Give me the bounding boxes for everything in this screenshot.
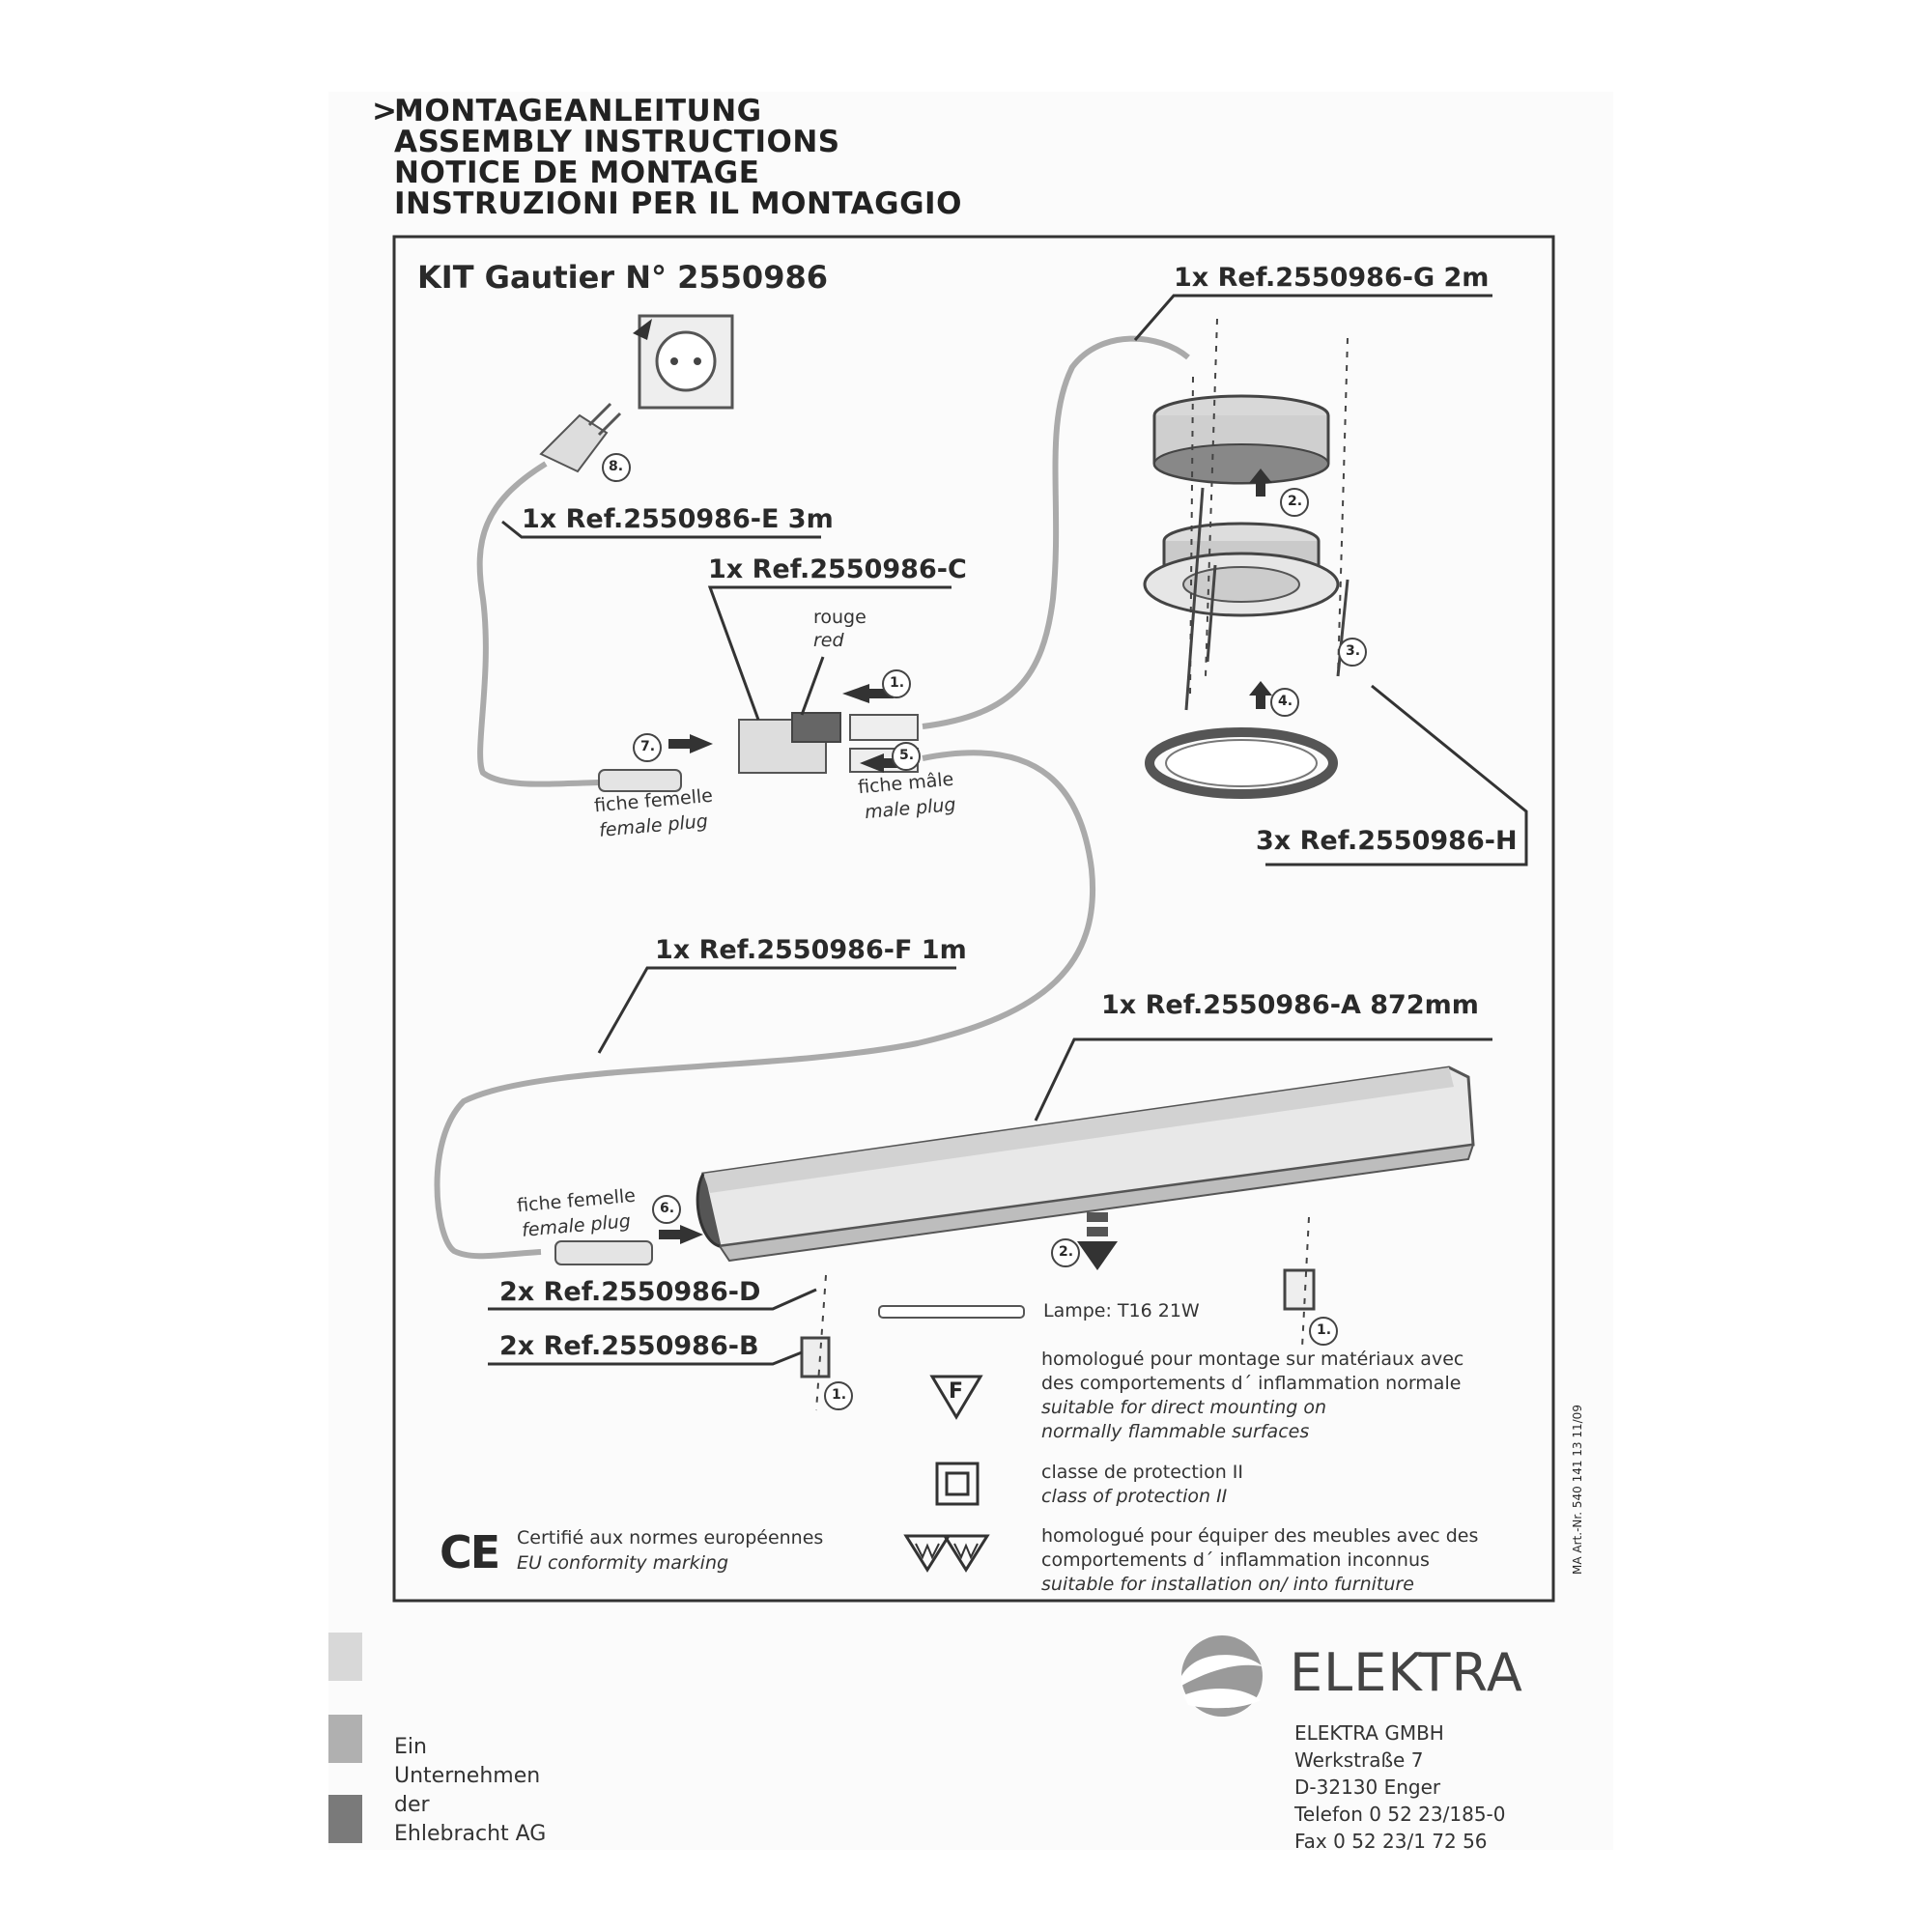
power-plug-icon <box>539 402 622 473</box>
group-line-4: Ehlebracht AG <box>394 1822 547 1846</box>
note-ww-fr-1: homologué pour équiper des meubles avec … <box>1041 1525 1479 1547</box>
f-symbol-letter: F <box>949 1379 964 1404</box>
title-italian: INSTRUZIONI PER IL MONTAGGIO <box>394 186 962 221</box>
step-5: 5. <box>899 748 915 763</box>
note-ce-en: EU conformity marking <box>517 1552 729 1574</box>
step-7: 7. <box>640 739 656 754</box>
gray-square-dark <box>328 1795 362 1843</box>
leader-f <box>597 966 956 1054</box>
note-ww-en: suitable for installation on/ into furni… <box>1041 1574 1414 1595</box>
step-1-left: 1. <box>832 1387 847 1403</box>
leader-h <box>1265 684 1528 867</box>
note-f-en-2: normally flammable surfaces <box>1041 1421 1310 1442</box>
group-line-1: Ein <box>394 1735 427 1759</box>
leader-c <box>707 585 952 721</box>
note-f-en-1: suitable for direct mounting on <box>1041 1397 1327 1418</box>
label-red: red <box>813 630 844 651</box>
step-1-right: 1. <box>1317 1322 1332 1338</box>
label-rouge: rouge <box>813 607 867 628</box>
company-city: D-32130 Enger <box>1294 1776 1441 1799</box>
gray-square-light <box>328 1633 362 1681</box>
title-german: MONTAGEANLEITUNG <box>394 94 762 128</box>
lamp-tube-icon <box>878 1305 1025 1319</box>
f-symbol-icon <box>929 1375 983 1420</box>
kit-title: KIT Gautier N° 2550986 <box>417 259 828 296</box>
note-class-fr: classe de protection II <box>1041 1462 1243 1483</box>
ref-f: 1x Ref.2550986-F 1m <box>655 935 967 965</box>
wall-socket-icon <box>638 314 734 410</box>
brand-name: ELEKTRA <box>1290 1642 1523 1703</box>
light-bar-icon <box>696 1065 1475 1263</box>
ref-h: 3x Ref.2550986-H <box>1256 826 1518 856</box>
leader-g <box>1133 294 1492 341</box>
spot-trim-ring-icon <box>1145 727 1338 799</box>
note-f-fr-1: homologué pour montage sur matériaux ave… <box>1041 1349 1464 1370</box>
article-code: MA Art.-Nr. 540 141 13 11/09 <box>1570 1405 1584 1575</box>
elektra-logo-icon <box>1181 1635 1263 1717</box>
step-2-bar: 2. <box>1059 1244 1074 1260</box>
title-english: ASSEMBLY INSTRUCTIONS <box>394 125 840 159</box>
ref-a: 1x Ref.2550986-A 872mm <box>1101 990 1479 1020</box>
ref-e: 1x Ref.2550986-E 3m <box>522 504 834 534</box>
gray-square-mid <box>328 1715 362 1763</box>
step-circles <box>602 453 1367 1410</box>
cable-e <box>476 461 600 787</box>
ww-symbol-icon <box>903 1534 990 1573</box>
step-1: 1. <box>890 675 905 691</box>
step-2: 2. <box>1288 494 1303 509</box>
lamp-spec: Lampe: T16 21W <box>1043 1300 1200 1321</box>
cable-f <box>434 750 1096 1260</box>
title-french: NOTICE DE MONTAGE <box>394 156 760 190</box>
company-name: ELEKTRA GMBH <box>1294 1721 1444 1745</box>
diagram-frame <box>392 235 1555 1603</box>
female-plug-icon-2 <box>554 1240 653 1265</box>
spot-housing-icon <box>1152 394 1330 485</box>
note-class-en: class of protection II <box>1041 1486 1228 1507</box>
company-fax: Fax 0 52 23/1 72 56 <box>1294 1830 1488 1853</box>
leader-red <box>800 656 825 716</box>
leader-d <box>488 1288 817 1311</box>
company-street: Werkstraße 7 <box>1294 1748 1424 1772</box>
spot-mount-ring-icon <box>1143 522 1340 617</box>
step-3: 3. <box>1346 643 1361 659</box>
class-ii-icon <box>935 1462 980 1506</box>
ref-c: 1x Ref.2550986-C <box>708 554 967 584</box>
female-plug-icon <box>598 769 682 792</box>
leader-a <box>1034 1037 1492 1122</box>
cable-g <box>922 335 1190 729</box>
note-f-fr-2: des comportements d´ inflammation normal… <box>1041 1373 1462 1394</box>
note-ww-fr-2: comportements d´ inflammation inconnus <box>1041 1549 1430 1571</box>
arrow-down-icon <box>1077 1212 1118 1270</box>
group-line-3: der <box>394 1793 430 1817</box>
screw-icon <box>1184 318 1350 711</box>
ref-d: 2x Ref.2550986-D <box>499 1277 761 1307</box>
step-6: 6. <box>660 1201 675 1216</box>
leader-b <box>488 1350 803 1366</box>
ref-g: 1x Ref.2550986-G 2m <box>1174 263 1490 293</box>
header-marker: > <box>372 94 398 128</box>
company-phone: Telefon 0 52 23/185-0 <box>1294 1803 1506 1826</box>
group-line-2: Unternehmen <box>394 1764 541 1788</box>
ce-mark: CE <box>440 1526 500 1578</box>
note-ce-fr: Certifié aux normes européennes <box>517 1527 824 1548</box>
step-4: 4. <box>1278 694 1293 709</box>
leader-e <box>501 520 821 539</box>
step-8: 8. <box>609 459 624 474</box>
clip-icon <box>800 1216 1316 1411</box>
ref-b: 2x Ref.2550986-B <box>499 1331 759 1361</box>
